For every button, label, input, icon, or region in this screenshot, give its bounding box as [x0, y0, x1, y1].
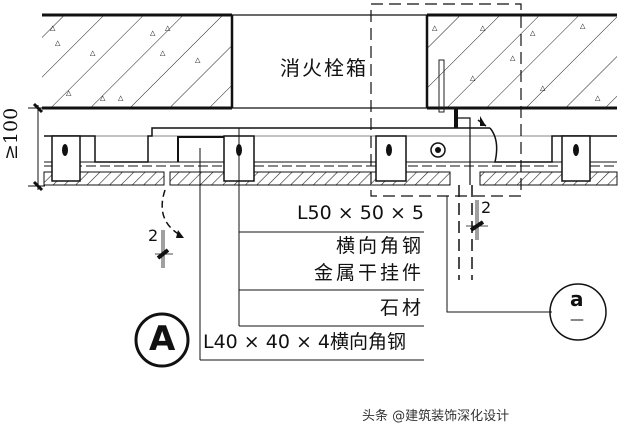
svg-text:△: △: [160, 49, 166, 57]
svg-text:△: △: [150, 29, 156, 37]
gap-label-right: 2: [481, 198, 492, 217]
cabinet-label: 消火栓箱: [280, 56, 368, 80]
callout-leaders: [199, 128, 552, 361]
svg-text:△: △: [195, 56, 201, 64]
callout-angle-50: L50 × 50 × 5: [296, 202, 424, 224]
dimension-line: [28, 102, 45, 192]
gap-label-left: 2: [148, 226, 159, 245]
svg-text:△: △: [470, 74, 476, 82]
detail-marker-top: a: [570, 287, 584, 311]
svg-text:△: △: [118, 94, 124, 102]
detail-marker-bottom: —: [570, 312, 584, 328]
watermark: 头条 @建筑装饰深化设计: [362, 409, 510, 424]
concrete-wall-right: △ △ △ △ △ △ △ △: [425, 13, 617, 113]
svg-text:△: △: [530, 29, 536, 37]
concrete-wall-left: △ △ △ △ △ △ △ △ △ △: [42, 13, 234, 110]
svg-text:△: △: [510, 54, 516, 62]
gap-marker-left: [155, 230, 173, 268]
svg-text:△: △: [100, 94, 106, 102]
svg-text:△: △: [50, 24, 56, 32]
svg-text:△: △: [66, 89, 72, 97]
svg-text:△: △: [165, 24, 171, 32]
svg-text:△: △: [540, 84, 546, 92]
svg-text:△: △: [55, 39, 61, 47]
svg-text:△: △: [595, 94, 601, 102]
section-marker-circle: [134, 312, 190, 368]
callout-metal-hanger: 金属干挂件: [313, 262, 424, 284]
svg-text:△: △: [432, 24, 438, 32]
svg-text:△: △: [90, 49, 96, 57]
callout-stone: 石材: [379, 297, 424, 319]
callout-angle-transverse: 横向角钢: [335, 235, 424, 257]
callout-angle-40: L40 × 40 × 4横向角钢: [203, 331, 407, 353]
detail-marker-circle: [549, 283, 607, 341]
stone-panel: [43, 171, 618, 186]
svg-text:△: △: [480, 24, 486, 32]
gap-marker-right: [466, 200, 488, 240]
dimension-label: ≥100: [0, 107, 22, 160]
section-marker-label: A: [149, 319, 176, 359]
svg-text:△: △: [580, 22, 586, 30]
